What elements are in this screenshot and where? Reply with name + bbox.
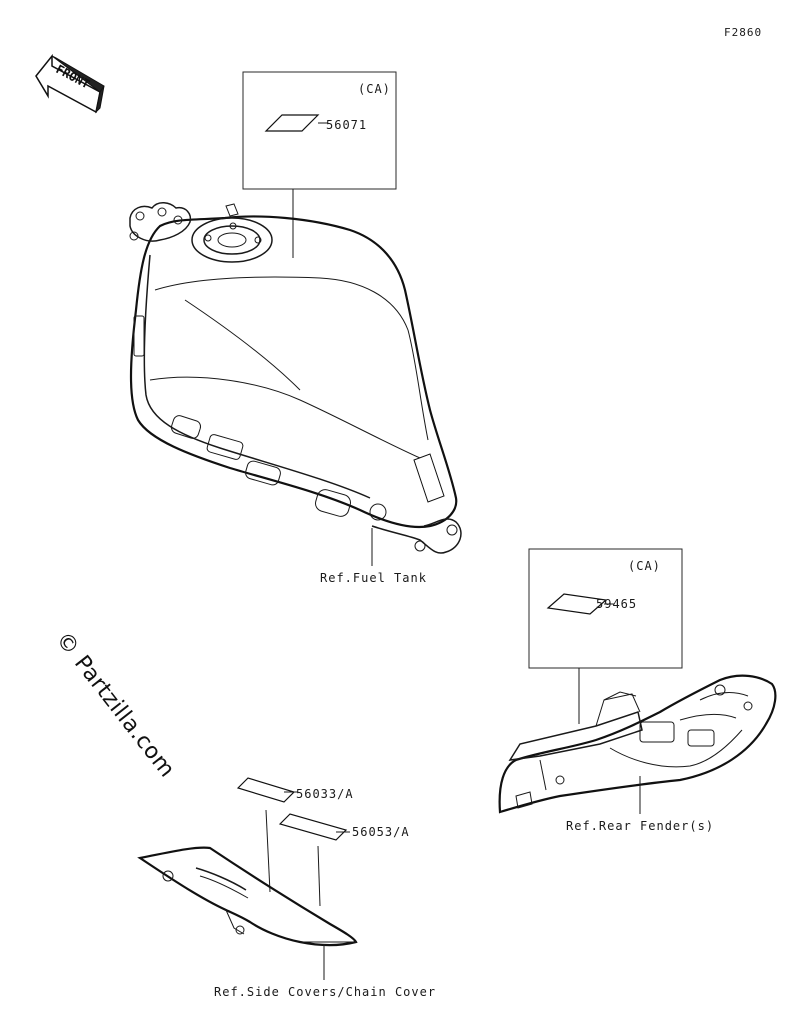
part-number-56033[interactable]: 56033/A — [296, 787, 354, 801]
part-number-59465[interactable]: 59465 — [596, 597, 638, 611]
figure-id: F2860 — [724, 26, 763, 39]
label-56033-icon — [236, 777, 296, 803]
label-56053-icon — [278, 813, 348, 841]
region-label-top: (CA) — [358, 82, 391, 96]
ref-chain-cover-label[interactable]: Ref.Side Covers/Chain Cover — [214, 985, 437, 999]
front-arrow-icon: FRONT — [35, 53, 105, 114]
part-number-56071[interactable]: 56071 — [326, 118, 368, 132]
fuel-tank-drawing — [129, 202, 462, 554]
label-59465-icon — [546, 593, 608, 615]
ref-fuel-tank-label[interactable]: Ref.Fuel Tank — [320, 571, 427, 585]
region-label-right: (CA) — [628, 559, 661, 573]
leader-56053-cover — [317, 845, 321, 907]
leader-56033-cover — [265, 809, 271, 893]
part-number-56053[interactable]: 56053/A — [352, 825, 410, 839]
label-56071-icon — [264, 114, 320, 132]
chain-cover-drawing — [137, 846, 358, 947]
ref-rear-fender-label[interactable]: Ref.Rear Fender(s) — [566, 819, 715, 833]
rear-fender-drawing — [498, 674, 777, 814]
